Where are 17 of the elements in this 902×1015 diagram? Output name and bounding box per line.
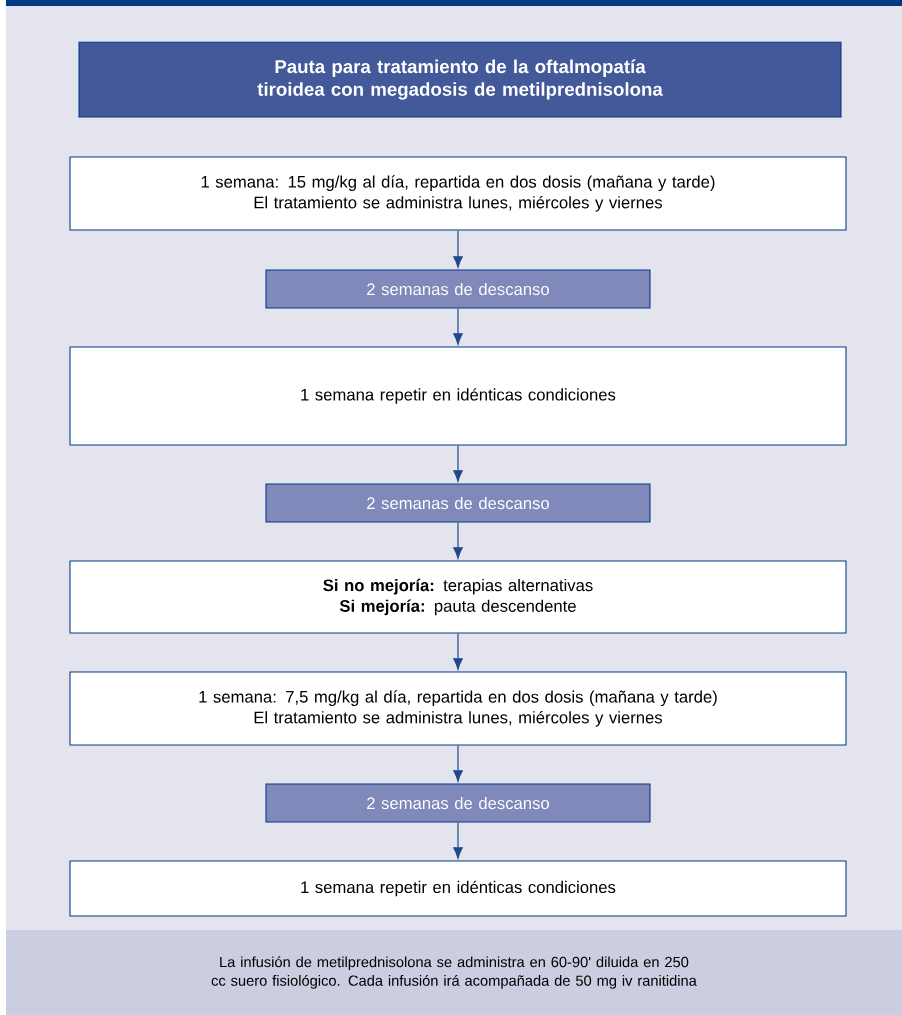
rest-period-box: 2 semanas de descanso (265, 269, 651, 309)
treatment-step-box: 1 semana: 15 mg/kg al día, repartida en dos dosis (mañana y tarde) El tratamiento se administra lunes, miércoles y viernes (69, 156, 847, 231)
arrow (453, 444, 463, 482)
arrow (453, 521, 463, 559)
arrow (453, 307, 463, 345)
arrow (453, 632, 463, 670)
treatment-step-box: Si no mejoría: terapias alternativas Si mejoría: pauta descendente (69, 560, 847, 634)
rest-period-box: 2 semanas de descanso (265, 483, 651, 523)
footnote-band: La infusión de metilprednisolona se administra en 60-90' diluida en 250 cc suero fisiológico. Cada infusión irá acompañada de 50 mg iv ranitidina (6, 930, 902, 1015)
treatment-step-box: 1 semana repetir en idénticas condiciones (69, 346, 847, 446)
arrow (453, 744, 463, 782)
title-box: Pauta para tratamiento de la oftalmopatía tiroidea con megadosis de metilprednisolona (78, 41, 842, 118)
treatment-step-box: 1 semana repetir en idénticas condiciones (69, 860, 847, 917)
treatment-step-box: 1 semana: 7,5 mg/kg al día, repartida en dos dosis (mañana y tarde) El tratamiento se administra lunes, miércoles y viernes (69, 671, 847, 746)
arrow (453, 229, 463, 268)
arrow (453, 821, 463, 859)
rest-period-box: 2 semanas de descanso (265, 783, 651, 823)
